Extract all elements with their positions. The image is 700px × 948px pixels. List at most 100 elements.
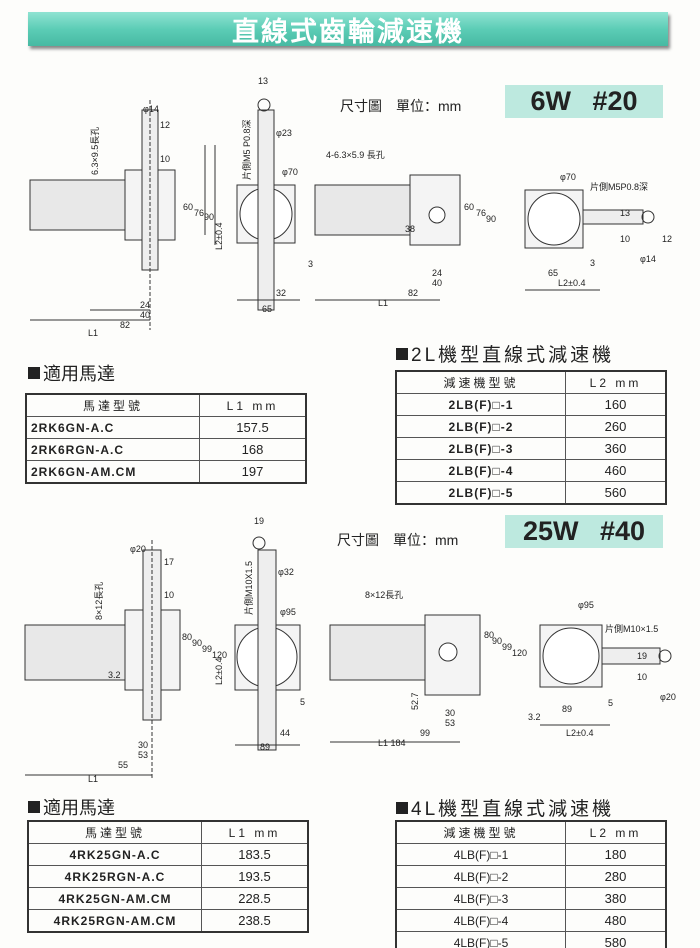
dimension-label: φ70 — [560, 172, 576, 182]
text: 193.5 — [201, 865, 309, 888]
text: 4LB(F)□-5 — [395, 931, 566, 948]
dimension-label: 17 — [164, 557, 174, 567]
dimension-label: 5 — [608, 698, 613, 708]
text: 197 — [199, 460, 307, 484]
text: 2RK6GN-AM.CM — [25, 460, 200, 484]
dimension-label: 76 — [194, 208, 204, 218]
dimension-label: 89 — [562, 704, 572, 714]
dimension-label: 片側M10×1.5 — [605, 623, 658, 634]
dimension-label: 19 — [254, 516, 264, 526]
dimension-label: φ20 — [130, 544, 146, 554]
text: 4RK25GN-AM.CM — [27, 887, 202, 910]
dimension-label: 76 — [476, 208, 486, 218]
title-banner: 直線式齒輪減速機 — [28, 12, 668, 47]
dimension-label: 99 — [420, 728, 430, 738]
dimension-label: 82 — [408, 288, 418, 298]
model-badge: 6W #20 — [505, 85, 663, 118]
dimension-label: 8×12長孔 — [94, 582, 104, 620]
text: 4RK25RGN-A.C — [27, 865, 202, 888]
dimension-label: 12 — [160, 120, 170, 130]
dimension-label: 99 — [202, 644, 212, 654]
motor-table-heading: 適用馬達 — [28, 360, 115, 386]
text: 減速機型號 — [395, 370, 566, 394]
text: 2L機型直線式減速機 — [411, 345, 615, 366]
reducer-table-heading: 2L機型直線式減速機 — [396, 340, 614, 367]
dimension-label: L1 — [88, 774, 98, 784]
text: L1 mm — [201, 820, 309, 844]
dimension-label: 90 — [204, 212, 214, 222]
text: 157.5 — [199, 416, 307, 439]
dimension-label: 80 — [182, 632, 192, 642]
text: 560 — [565, 481, 667, 505]
text: 260 — [565, 415, 667, 438]
dimension-label: L1 — [378, 298, 388, 308]
text: 238.5 — [201, 909, 309, 933]
text: 380 — [565, 887, 667, 910]
text: 180 — [565, 843, 667, 866]
text: 適用馬達 — [43, 364, 115, 384]
text: 減速機型號 — [395, 820, 566, 844]
dimension-label: 13 — [620, 208, 630, 218]
dimension-label: 38 — [405, 224, 415, 234]
dimension-label: 24 — [432, 268, 442, 278]
dimension-label: L1 184 — [378, 738, 406, 748]
dimension-label: 8×12長孔 — [365, 590, 403, 600]
model-badge: 25W #40 — [505, 515, 663, 548]
reducer-table-heading: 4L機型直線式減速機 — [396, 794, 614, 821]
dimension-label: 32 — [276, 288, 286, 298]
text: 4RK25RGN-AM.CM — [27, 909, 202, 933]
text: 2LB(F)□-3 — [395, 437, 566, 460]
dimension-label: φ95 — [280, 607, 296, 617]
text: 480 — [565, 909, 667, 932]
dimension-label: φ95 — [578, 600, 594, 610]
text: 360 — [565, 437, 667, 460]
text: 馬達型號 — [25, 393, 200, 417]
dimension-label: 3.2 — [108, 670, 121, 680]
dimension-label: 片側M5P0.8深 — [590, 181, 648, 192]
dimension-label: 3 — [590, 258, 595, 268]
dimension-label: 80 — [484, 630, 494, 640]
dimension-label: 片側M5 P0.8深 — [241, 119, 252, 180]
dimension-label: 53 — [138, 750, 148, 760]
text: 2LB(F)□-4 — [395, 459, 566, 482]
dimension-label: L1 — [88, 328, 98, 338]
text: 280 — [565, 865, 667, 888]
dimension-label: 片側M10X1.5 — [243, 561, 254, 615]
dimension-label: φ23 — [276, 128, 292, 138]
text: L2 mm — [565, 370, 667, 394]
dimension-label: 19 — [637, 651, 647, 661]
text: L2 mm — [565, 820, 667, 844]
dimension-label: L2±0.4 — [558, 278, 585, 288]
text: 4L機型直線式減速機 — [411, 799, 615, 820]
dimension-label: 3.2 — [528, 712, 541, 722]
text: 168 — [199, 438, 307, 461]
dimension-label: 10 — [160, 154, 170, 164]
dimension-drawing-6w: φ14 12 10 6.3×9.5長孔 60 76 90 L2±0.4 24 4… — [29, 76, 672, 338]
text: 183.5 — [201, 843, 309, 866]
dimension-label: 90 — [192, 638, 202, 648]
text: 馬達型號 — [27, 820, 202, 844]
dimension-label: 82 — [120, 320, 130, 330]
dimension-label: L2±0.4 — [214, 223, 224, 250]
text: 4LB(F)□-1 — [395, 843, 566, 866]
dimension-label: 6.3×9.5長孔 — [90, 127, 100, 175]
dimension-label: 55 — [118, 760, 128, 770]
text: 適用馬達 — [43, 798, 115, 818]
text: 4LB(F)□-2 — [395, 865, 566, 888]
dimension-label: 53 — [445, 718, 455, 728]
dimension-label: φ14 — [640, 254, 656, 264]
